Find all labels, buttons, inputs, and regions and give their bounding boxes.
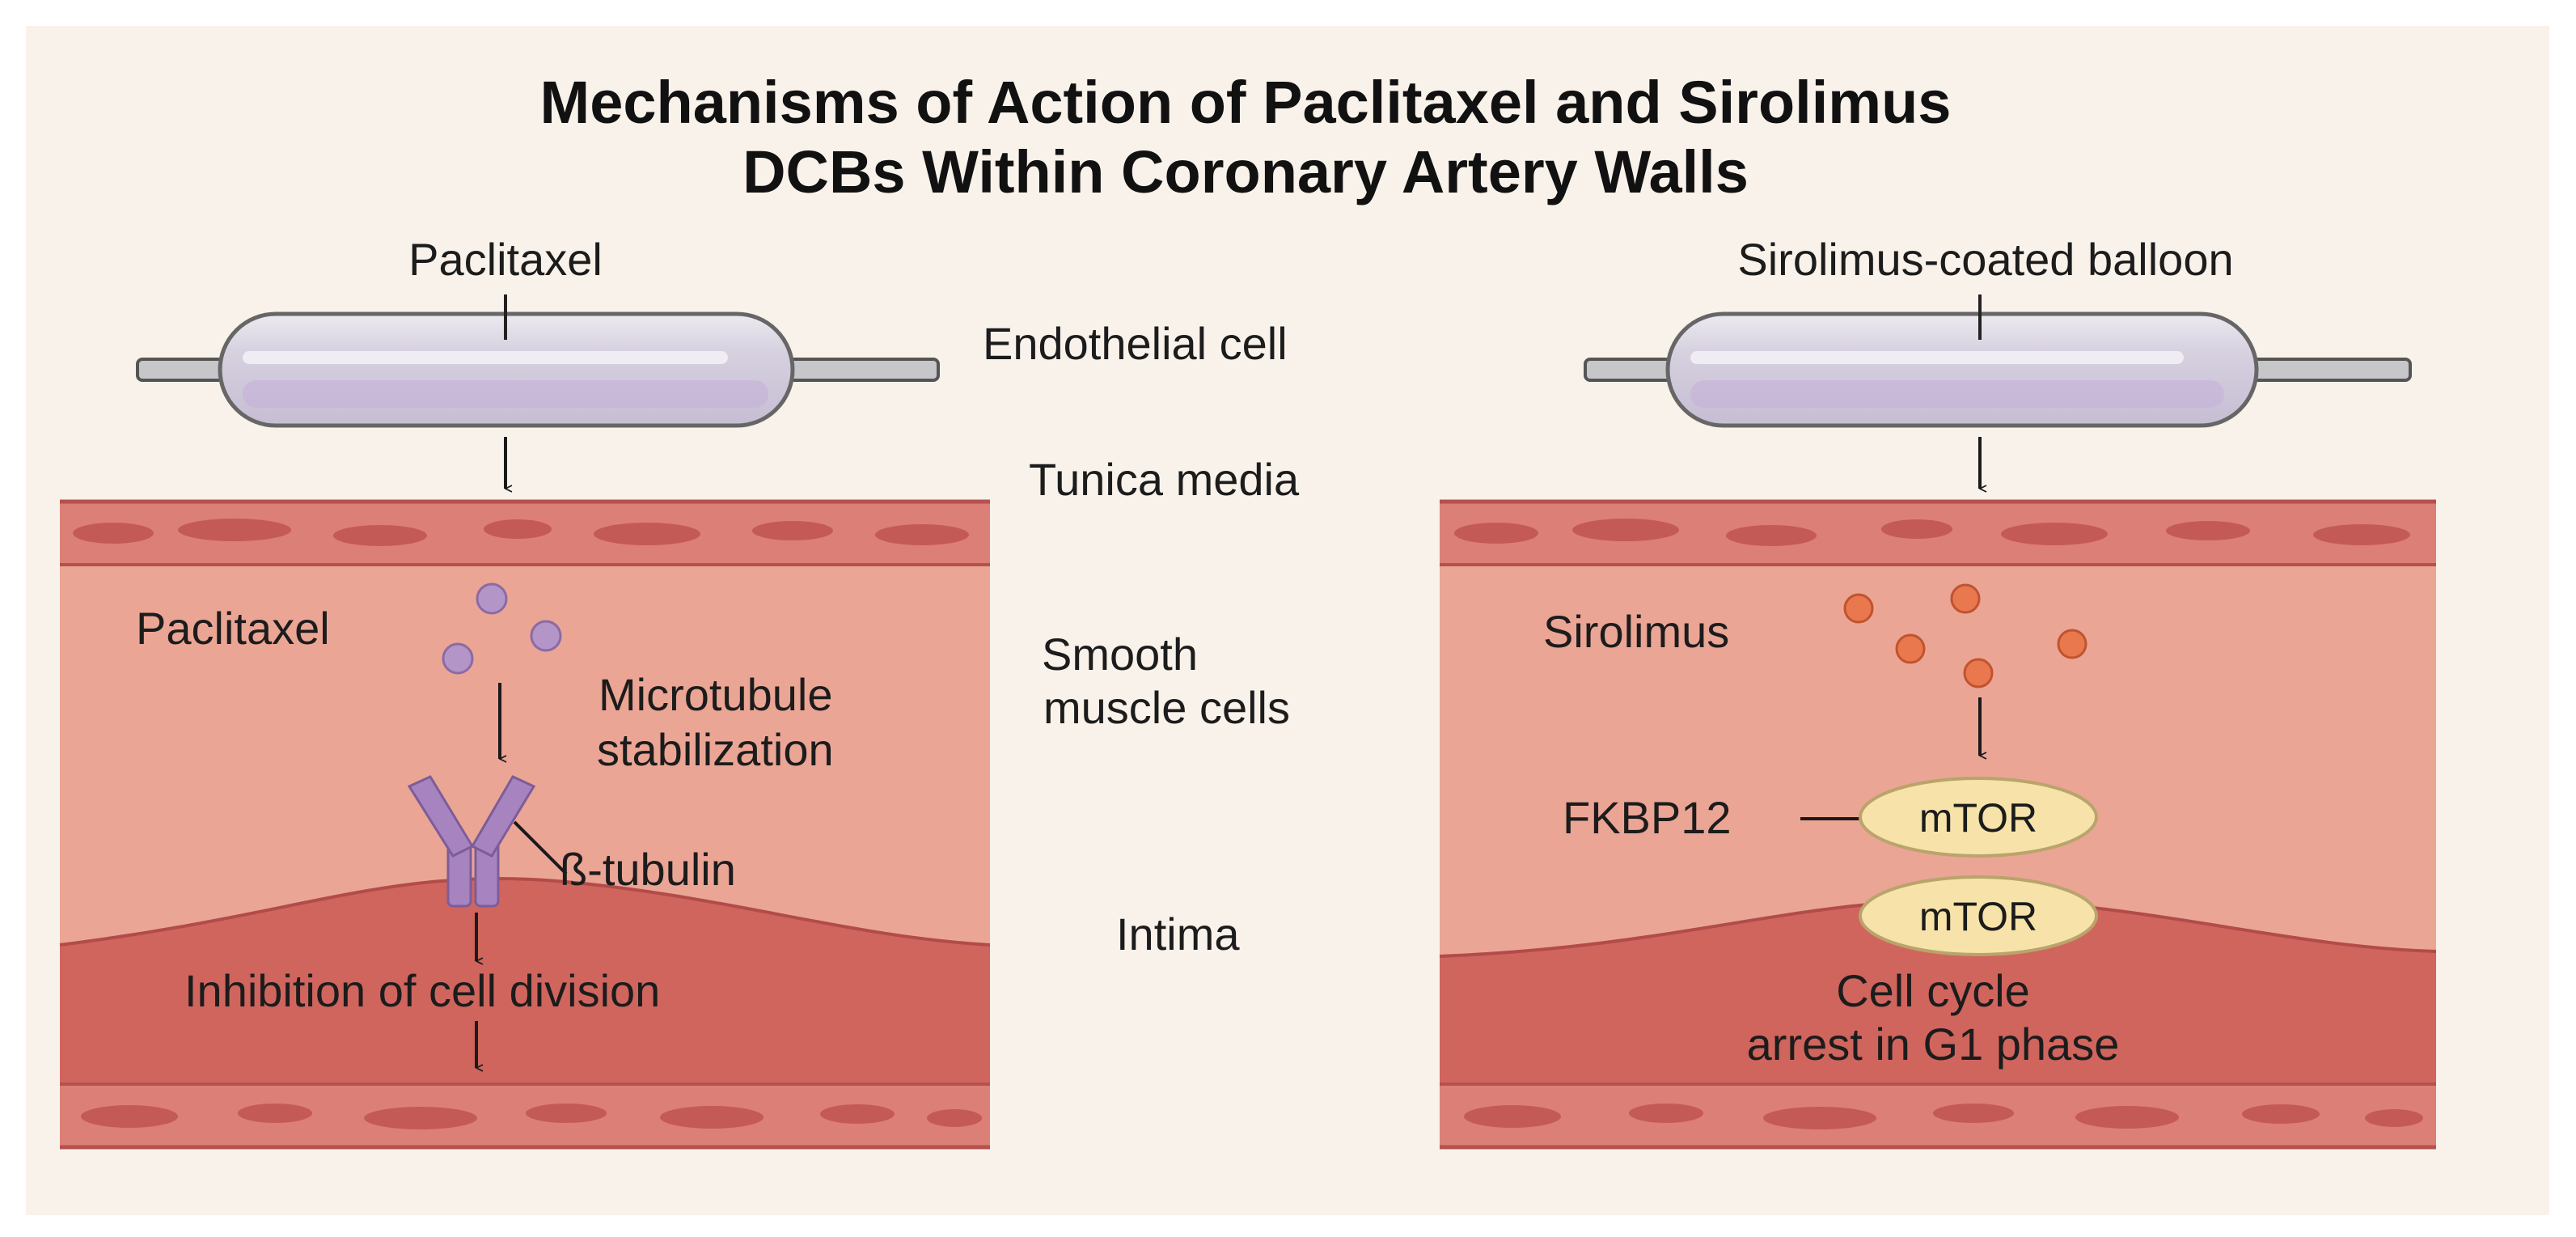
smooth-muscle-label-line1: Smooth <box>1042 629 1198 680</box>
paclitaxel-panel: Paclitaxel <box>59 234 991 1150</box>
endothelial-cell-label: Endothelial cell <box>983 318 1288 369</box>
paclitaxel-particles <box>442 582 562 675</box>
mtor-upper-label: mTOR <box>1919 795 2037 841</box>
smooth-muscle-label-line2: muscle cells <box>1043 682 1290 733</box>
diagram-title-line1: Mechanisms of Action of Paclitaxel and S… <box>540 69 1952 136</box>
mtor-lower-label: mTOR <box>1919 894 2037 939</box>
tubulin-leader-line <box>513 820 568 875</box>
cell-cycle-label-line1: Cell cycle <box>1836 965 2030 1016</box>
paclitaxel-drug-label: Paclitaxel <box>136 603 330 654</box>
inhibition-label: Inhibition of cell division <box>184 965 660 1016</box>
beta-tubulin-icon <box>407 775 536 908</box>
beta-tubulin-label: ß-tubulin <box>560 844 736 895</box>
left-artery-wall <box>59 499 991 1150</box>
sirolimus-particles <box>1843 583 2087 688</box>
intima-label: Intima <box>1116 909 1240 960</box>
sirolimus-drug-label: Sirolimus <box>1543 606 1729 657</box>
paclitaxel-balloon-label: Paclitaxel <box>408 234 603 285</box>
fkbp12-label: FKBP12 <box>1563 792 1732 843</box>
mtor-lower: mTOR <box>1859 875 2098 956</box>
paclitaxel-balloon <box>136 311 940 428</box>
microtubule-label-line1: Microtubule <box>599 669 832 720</box>
sirolimus-panel: Sirolimus-coated balloon <box>1439 234 2437 1150</box>
sirolimus-balloon <box>1584 311 2412 428</box>
tunica-media-label: Tunica media <box>1029 454 1300 505</box>
sirolimus-balloon-label: Sirolimus-coated balloon <box>1737 234 2233 285</box>
layer-labels: Endothelial cell Tunica media Smooth mus… <box>983 318 1300 960</box>
diagram-title-line2: DCBs Within Coronary Artery Walls <box>742 138 1749 205</box>
microtubule-label-line2: stabilization <box>597 724 834 775</box>
mtor-upper: mTOR <box>1859 777 2098 858</box>
cell-cycle-label-line2: arrest in G1 phase <box>1747 1019 2120 1070</box>
